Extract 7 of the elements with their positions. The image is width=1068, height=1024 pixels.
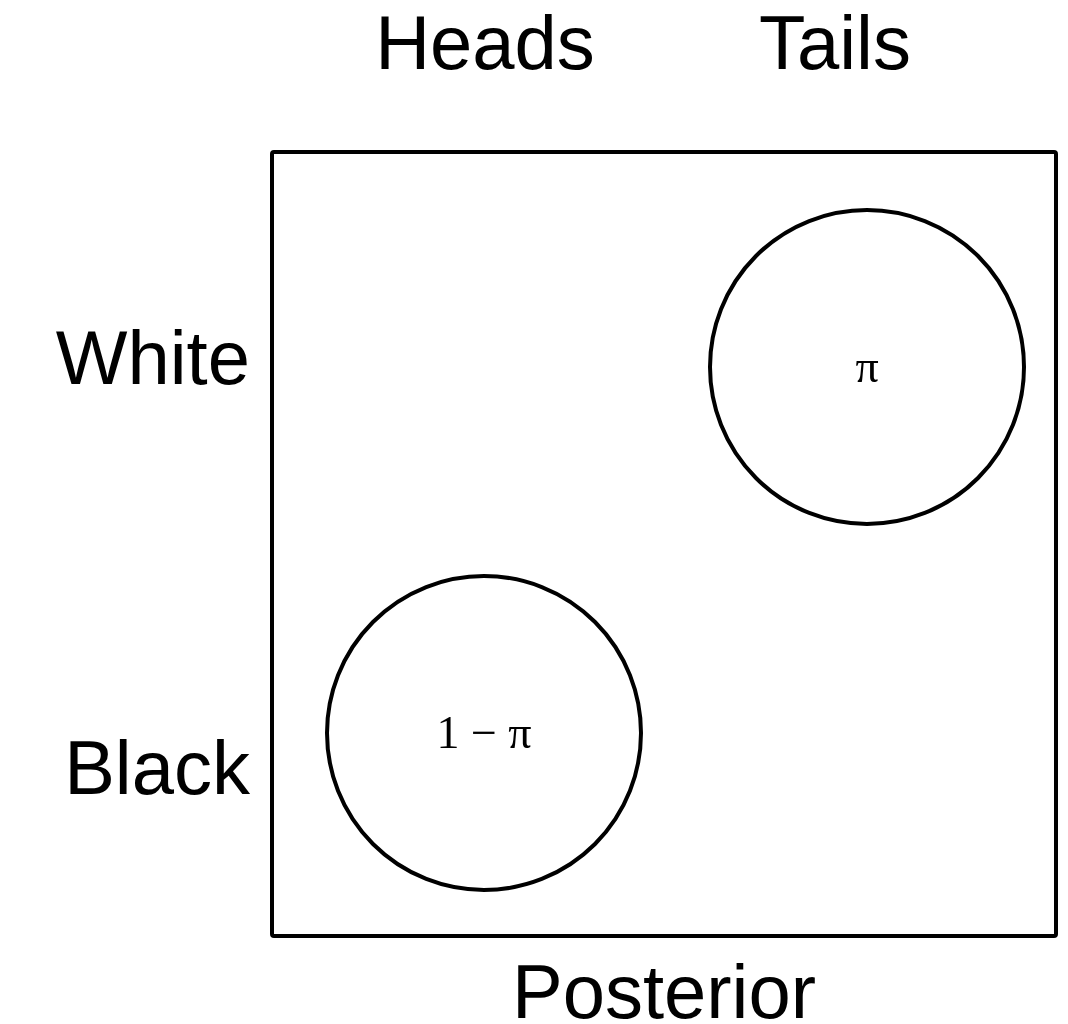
math-label: π [855, 344, 879, 390]
node-label: Posterior [510, 954, 818, 1024]
math-label: 1 − π [436, 710, 532, 756]
axis-label: Tails [757, 5, 912, 81]
axis-label: Black [63, 730, 250, 806]
axis-label: Heads [374, 5, 596, 81]
axis-label: White [54, 320, 250, 396]
